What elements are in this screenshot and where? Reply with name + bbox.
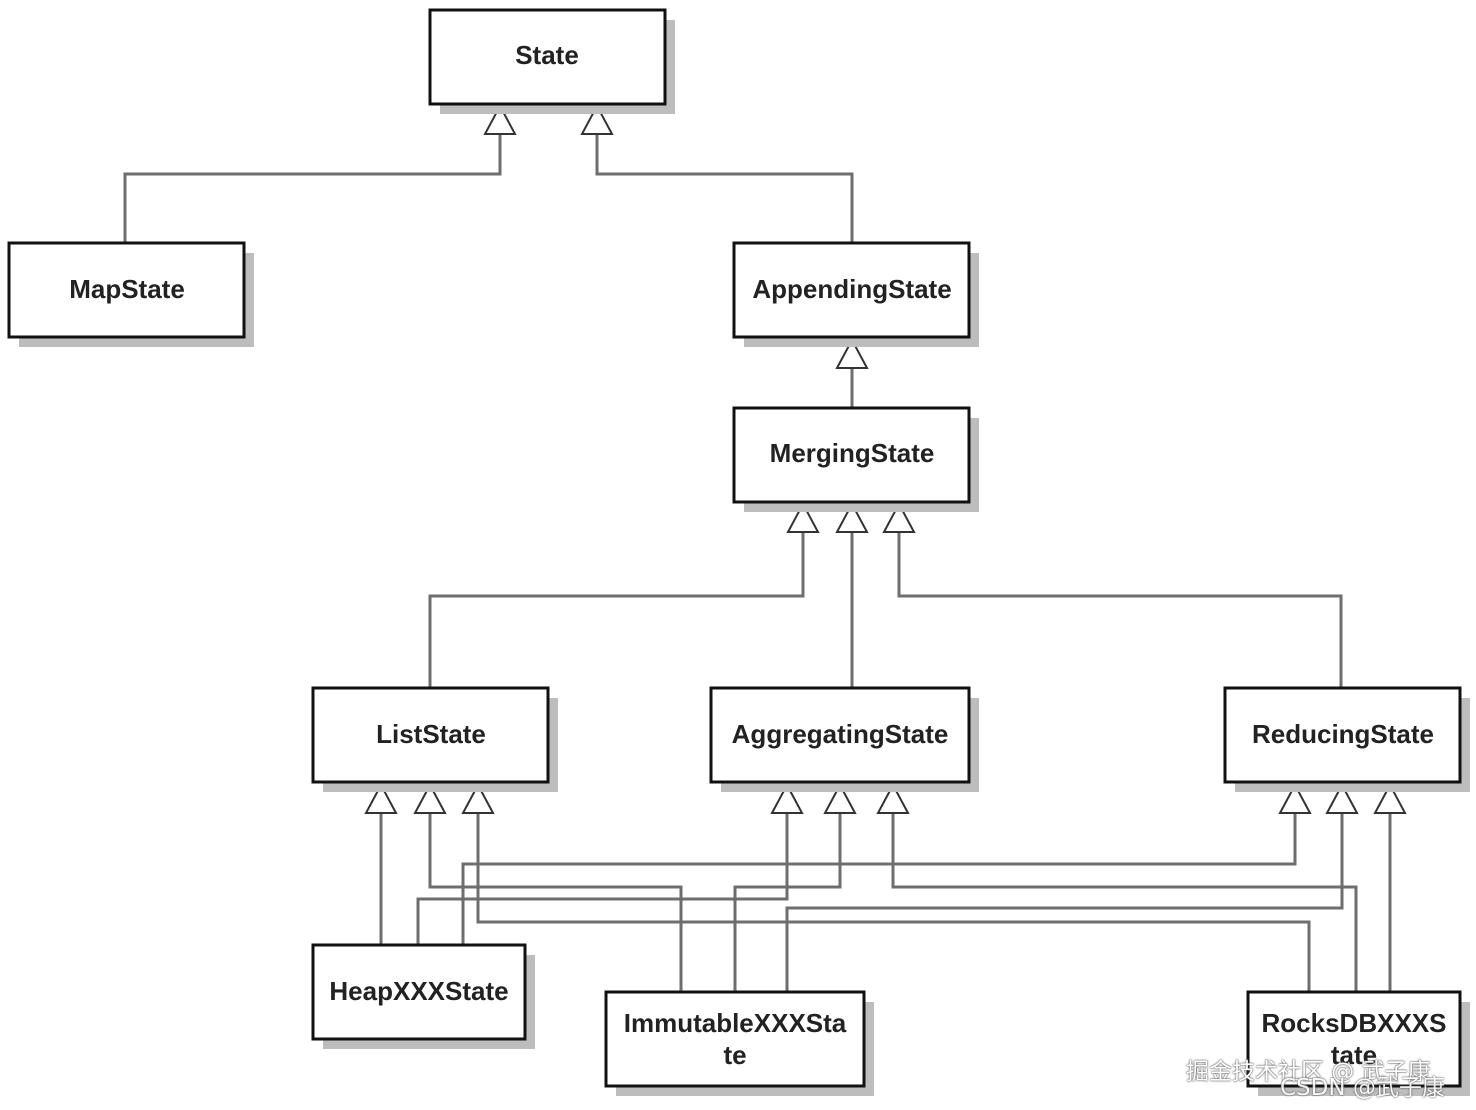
- connectors: [123, 106, 1392, 992]
- node-rocksdb-state: RocksDBXXXS tate: [1246, 990, 1470, 1096]
- edge-rocksdb-aggregatingstate: [891, 785, 1358, 992]
- watermark-juejin: 掘金技术社区 @ 武子康: [1186, 1059, 1431, 1085]
- node-immutable-state-label-line2: te: [723, 1040, 746, 1070]
- arrowhead-icon: [835, 501, 869, 533]
- arrowhead-icon: [364, 782, 398, 814]
- edge-immutable-liststate: [428, 785, 683, 992]
- arrowhead-icon: [413, 782, 447, 814]
- node-immutable-state-label-line1: ImmutableXXXSta: [624, 1008, 847, 1038]
- arrowhead-icon: [1325, 782, 1359, 814]
- arrowhead-icon: [1278, 782, 1312, 814]
- arrowheads: [364, 103, 1407, 814]
- edge-heap-reducingstate: [461, 785, 1297, 945]
- node-aggregating-state-label: AggregatingState: [732, 719, 949, 749]
- edge-immutable-reducingstate: [785, 785, 1344, 992]
- node-aggregating-state: AggregatingState: [709, 686, 979, 792]
- arrowhead-icon: [882, 501, 916, 533]
- node-immutable-state: ImmutableXXXSta te: [604, 990, 874, 1096]
- node-appending-state-label: AppendingState: [752, 274, 951, 304]
- node-state: State: [428, 8, 675, 114]
- arrowhead-icon: [461, 782, 495, 814]
- edge-liststate-mergingstate: [428, 504, 805, 688]
- arrowhead-icon: [823, 782, 857, 814]
- arrowhead-icon: [1373, 782, 1407, 814]
- node-heap-state: HeapXXXState: [311, 943, 535, 1049]
- edge-appendingstate-state: [595, 106, 854, 243]
- arrowhead-icon: [483, 103, 517, 135]
- node-map-state: MapState: [7, 241, 254, 347]
- node-state-label: State: [515, 40, 579, 70]
- node-appending-state: AppendingState: [732, 241, 979, 347]
- arrowhead-icon: [876, 782, 910, 814]
- node-map-state-label: MapState: [69, 274, 185, 304]
- node-reducing-state: ReducingState: [1223, 686, 1470, 792]
- node-rocksdb-state-label-line1: RocksDBXXXS: [1262, 1008, 1447, 1038]
- node-list-state: ListState: [311, 686, 558, 792]
- edge-immutable-aggregatingstate: [733, 785, 842, 992]
- arrowhead-icon: [835, 337, 869, 369]
- node-rocksdb-state-label-line2: tate: [1331, 1040, 1377, 1070]
- node-heap-state-label: HeapXXXState: [329, 976, 508, 1006]
- node-merging-state: MergingState: [732, 406, 979, 512]
- node-merging-state-label: MergingState: [770, 438, 935, 468]
- arrowhead-icon: [770, 782, 804, 814]
- edge-rocksdb-liststate: [476, 785, 1311, 992]
- node-reducing-state-label: ReducingState: [1252, 719, 1434, 749]
- node-list-state-label: ListState: [376, 719, 486, 749]
- watermark-csdn: CSDN @武子康: [1280, 1075, 1445, 1101]
- arrowhead-icon: [786, 501, 820, 533]
- edge-mapstate-state: [123, 106, 502, 243]
- edge-reducingstate-mergingstate: [897, 504, 1343, 688]
- arrowhead-icon: [580, 103, 614, 135]
- edge-heap-aggregatingstate: [416, 785, 789, 945]
